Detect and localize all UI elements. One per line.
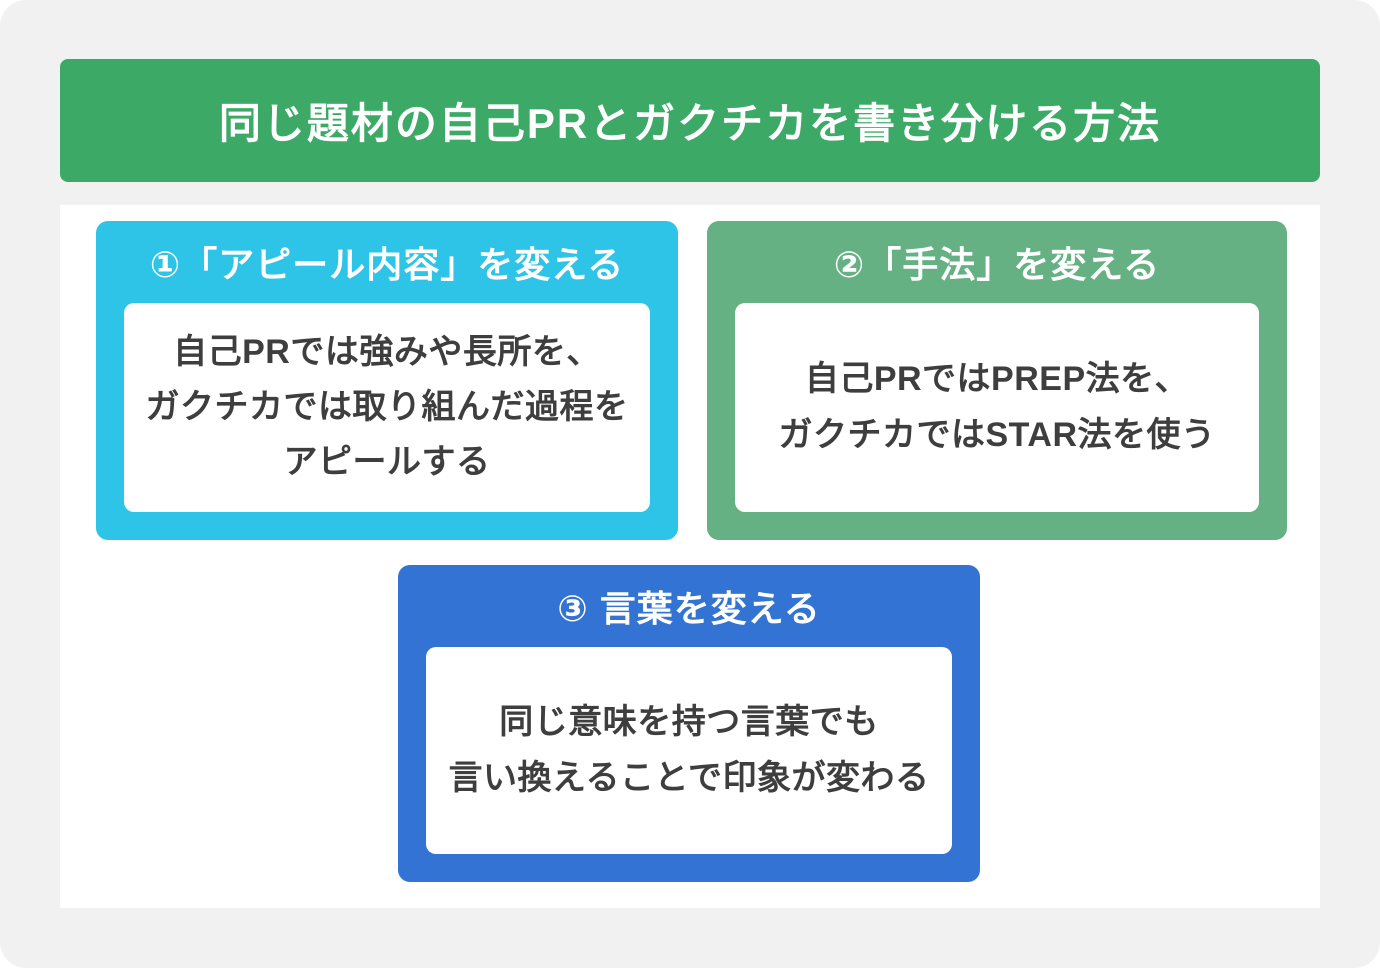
card-method-body: 自己PRではPREP法を、 ガクチカではSTAR法を使う bbox=[735, 303, 1259, 512]
card-method-title: ②「手法」を変える bbox=[833, 244, 1161, 285]
page-title: 同じ題材の自己PRとガクチカを書き分ける方法 bbox=[218, 100, 1162, 147]
card-method: ②「手法」を変える 自己PRではPREP法を、 ガクチカではSTAR法を使う bbox=[707, 221, 1287, 540]
header-banner: 同じ題材の自己PRとガクチカを書き分ける方法 bbox=[60, 59, 1320, 182]
card-words: ③ 言葉を変える 同じ意味を持つ言葉でも 言い換えることで印象が変わる bbox=[398, 565, 980, 882]
card-appeal-content-body: 自己PRでは強みや長所を、 ガクチカでは取り組んだ過程を アピールする bbox=[124, 303, 650, 512]
card-words-body: 同じ意味を持つ言葉でも 言い換えることで印象が変わる bbox=[426, 647, 952, 854]
content-panel: ①「アピール内容」を変える 自己PRでは強みや長所を、 ガクチカでは取り組んだ過… bbox=[60, 205, 1320, 908]
card-appeal-content: ①「アピール内容」を変える 自己PRでは強みや長所を、 ガクチカでは取り組んだ過… bbox=[96, 221, 678, 540]
card-appeal-content-title: ①「アピール内容」を変える bbox=[149, 244, 625, 285]
card-words-title: ③ 言葉を変える bbox=[557, 588, 821, 629]
